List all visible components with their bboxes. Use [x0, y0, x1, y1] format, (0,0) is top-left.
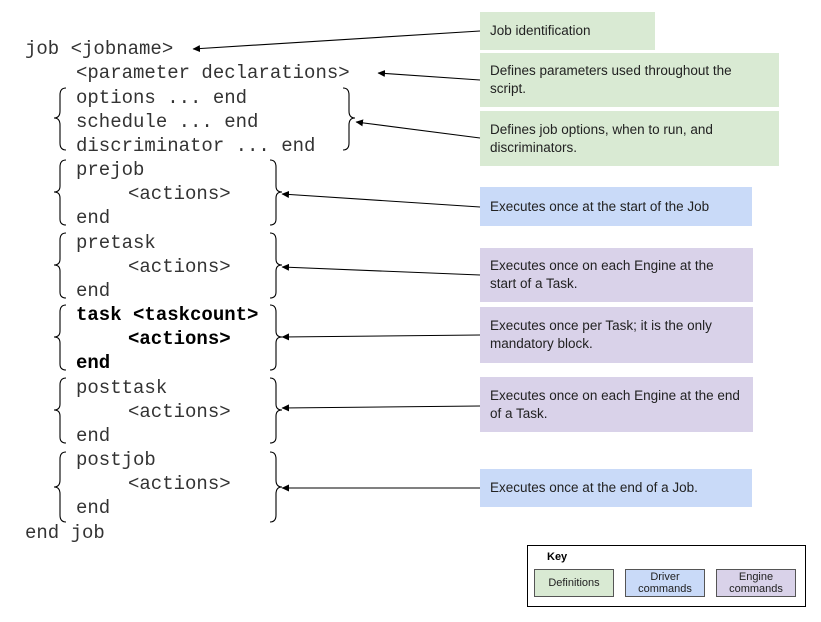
brace-postjob-left	[53, 451, 67, 523]
annotation-posttask-text: Executes once on each Engine at the end …	[490, 387, 740, 421]
code-posttask: posttask	[76, 377, 168, 399]
annotation-job-identification-text: Job identification	[490, 23, 591, 38]
code-parameter-declarations: <parameter declarations>	[76, 62, 350, 84]
brace-options-right	[342, 87, 356, 151]
brace-postjob-right	[269, 451, 283, 523]
annotation-pretask: Executes once on each Engine at the star…	[480, 248, 753, 302]
code-prejob: prejob	[76, 159, 145, 181]
annotation-task-text: Executes once per Task; it is the only m…	[490, 318, 712, 351]
code-postjob-actions: <actions>	[128, 473, 231, 495]
annotation-postjob-text: Executes once at the end of a Job.	[490, 480, 698, 495]
legend-driver-commands: Driver commands	[625, 569, 705, 597]
brace-posttask-right	[269, 377, 283, 444]
annotation-postjob: Executes once at the end of a Job.	[480, 469, 752, 507]
arrow-posttask	[281, 404, 481, 412]
legend-title: Key	[547, 551, 568, 563]
brace-task-right	[269, 304, 283, 371]
code-task-end: end	[76, 352, 111, 374]
annotation-posttask: Executes once on each Engine at the end …	[480, 377, 753, 432]
brace-pretask-left	[53, 232, 67, 299]
brace-pretask-right	[269, 232, 283, 299]
code-postjob-end: end	[76, 497, 111, 519]
code-pretask: pretask	[76, 232, 156, 254]
brace-prejob-left	[53, 159, 67, 226]
code-job-open: job <jobname>	[25, 38, 174, 60]
arrow-parameters	[377, 69, 481, 81]
code-prejob-actions: <actions>	[128, 183, 231, 205]
code-pretask-end: end	[76, 280, 111, 302]
annotation-options: Defines job options, when to run, and di…	[480, 111, 779, 166]
brace-options-left	[53, 87, 67, 151]
annotation-parameters-text: Defines parameters used throughout the s…	[490, 63, 732, 96]
arrow-options	[355, 119, 481, 139]
annotation-parameters: Defines parameters used throughout the s…	[480, 53, 779, 107]
code-discriminator: discriminator ... end	[76, 135, 316, 157]
annotation-options-text: Defines job options, when to run, and di…	[490, 121, 713, 155]
brace-posttask-left	[53, 377, 67, 444]
code-posttask-end: end	[76, 425, 111, 447]
code-pretask-actions: <actions>	[128, 256, 231, 278]
code-schedule: schedule ... end	[76, 111, 259, 133]
annotation-job-identification: Job identification	[480, 12, 655, 50]
code-task: task <taskcount>	[76, 304, 259, 326]
arrow-pretask	[281, 263, 481, 276]
code-posttask-actions: <actions>	[128, 401, 231, 423]
code-prejob-end: end	[76, 207, 111, 229]
brace-prejob-right	[269, 159, 283, 226]
arrow-job-identification	[192, 30, 481, 53]
legend-engine-commands: Engine commands	[716, 569, 796, 597]
code-job-close: end job	[25, 522, 105, 544]
annotation-prejob-text: Executes once at the start of the Job	[490, 198, 710, 214]
arrow-prejob	[281, 190, 481, 208]
annotation-pretask-text: Executes once on each Engine at the star…	[490, 258, 714, 291]
code-task-actions: <actions>	[128, 328, 231, 350]
annotation-prejob: Executes once at the start of the Job	[480, 187, 752, 226]
annotation-task: Executes once per Task; it is the only m…	[480, 307, 753, 363]
arrow-task	[281, 333, 481, 341]
brace-task-left	[53, 304, 67, 371]
code-postjob: postjob	[76, 449, 156, 471]
code-options: options ... end	[76, 87, 248, 109]
legend-definitions: Definitions	[534, 569, 614, 597]
legend-key: Key Definitions Driver commands Engine c…	[527, 545, 806, 607]
